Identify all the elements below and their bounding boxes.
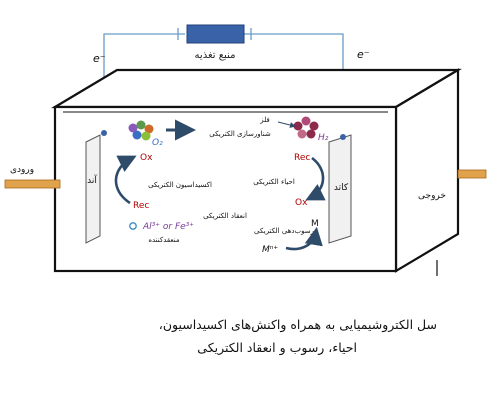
- electro-reduction-label: احیاء الکتریکی: [253, 178, 295, 186]
- flotation-label: شناورسازی الکتریکی: [209, 130, 271, 138]
- deposition-arrow: [285, 226, 323, 251]
- rec-label-right: Rec: [294, 153, 310, 163]
- power-source-battery: [186, 24, 245, 44]
- figure-caption-line-1: سل الکتروشیمیایی به همراه واکنش‌های اکسی…: [158, 317, 437, 332]
- h2-label: H₂: [318, 133, 329, 143]
- inlet-label: ورودی: [10, 165, 34, 175]
- cathode-label: کاتد: [334, 183, 349, 193]
- mn-label: Mⁿ⁺: [262, 245, 278, 255]
- coagulant-label: منعقدکننده: [148, 236, 180, 244]
- outlet-pipe: [457, 169, 487, 179]
- electrocoagulation-label: انعقاد الکتریکی: [203, 212, 247, 220]
- inlet-pipe: [4, 179, 61, 189]
- metal-label: فلز: [259, 116, 270, 124]
- metal-pointer: [277, 121, 296, 128]
- ox-label-right: Ox: [295, 198, 308, 208]
- m-label: M: [311, 219, 319, 229]
- anode-label: آند: [87, 174, 97, 186]
- electrodeposition-label: رسوب‌دهی الکتریکی: [254, 227, 314, 235]
- electro-oxidation-label: اکسیداسیون الکتریکی: [148, 181, 212, 189]
- electron-label-left: e⁻: [93, 52, 106, 65]
- cell-tank: [51, 68, 462, 273]
- coagulant-ion-icon: [129, 222, 137, 230]
- oxidation-cycle-arrow: [114, 155, 137, 205]
- figure-caption-line-2: احیاء، رسوب و انعقاد الکتریکی: [197, 340, 357, 355]
- reduction-cycle-arrow: [305, 156, 326, 201]
- ox-label-left: Ox: [140, 153, 153, 163]
- cathode-electrode: [328, 134, 352, 244]
- o2-bubbles-icon: [128, 120, 154, 141]
- outlet-label: خروجی: [418, 191, 446, 201]
- electron-label-right: e⁻: [357, 48, 370, 61]
- o2-label: O₂: [152, 138, 163, 148]
- anode-electrode: [85, 130, 107, 244]
- electrochemical-cell-diagram: منبع تغذیه e⁻ e⁻ ورودی خروجی آند کاتد O₂: [4, 24, 487, 276]
- power-source-label: منبع تغذیه: [195, 50, 236, 61]
- rec-label-left: Rec: [133, 201, 149, 211]
- ion-label: Al³⁺ or Fe³⁺: [142, 222, 194, 232]
